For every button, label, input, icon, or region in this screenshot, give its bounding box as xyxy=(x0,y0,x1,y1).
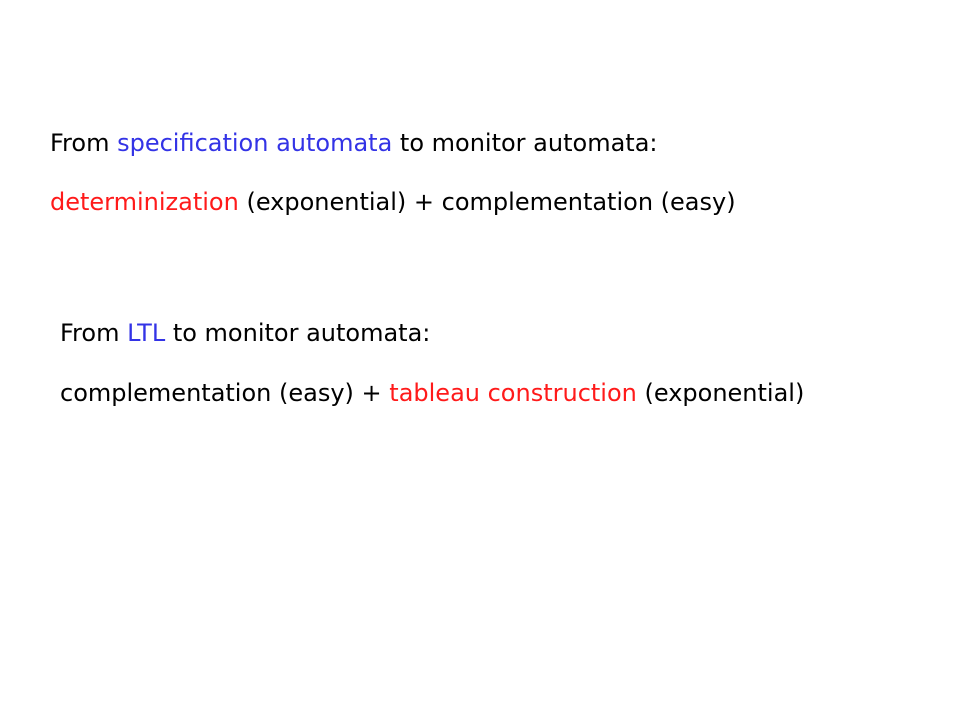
ltl-heading: From LTL to monitor automata: xyxy=(60,318,430,348)
spec-automata-heading: From specification automata to monitor a… xyxy=(50,128,657,158)
text-segment: From xyxy=(50,129,118,157)
highlight-tableau-construction: tableau construction xyxy=(389,379,637,407)
text-segment: to monitor automata: xyxy=(165,319,431,347)
text-segment: (exponential) + complementation (easy) xyxy=(238,188,736,216)
highlight-ltl: LTL xyxy=(127,319,166,347)
text-segment: From xyxy=(60,319,128,347)
highlight-specification-automata: specification automata xyxy=(117,129,393,157)
text-segment: complementation (easy) + xyxy=(60,379,390,407)
text-segment: (exponential) xyxy=(636,379,805,407)
highlight-determinization: determinization xyxy=(50,188,239,216)
ltl-description: complementation (easy) + tableau constru… xyxy=(60,378,804,408)
spec-automata-description: determinization (exponential) + compleme… xyxy=(50,187,736,217)
text-segment: to monitor automata: xyxy=(392,129,658,157)
